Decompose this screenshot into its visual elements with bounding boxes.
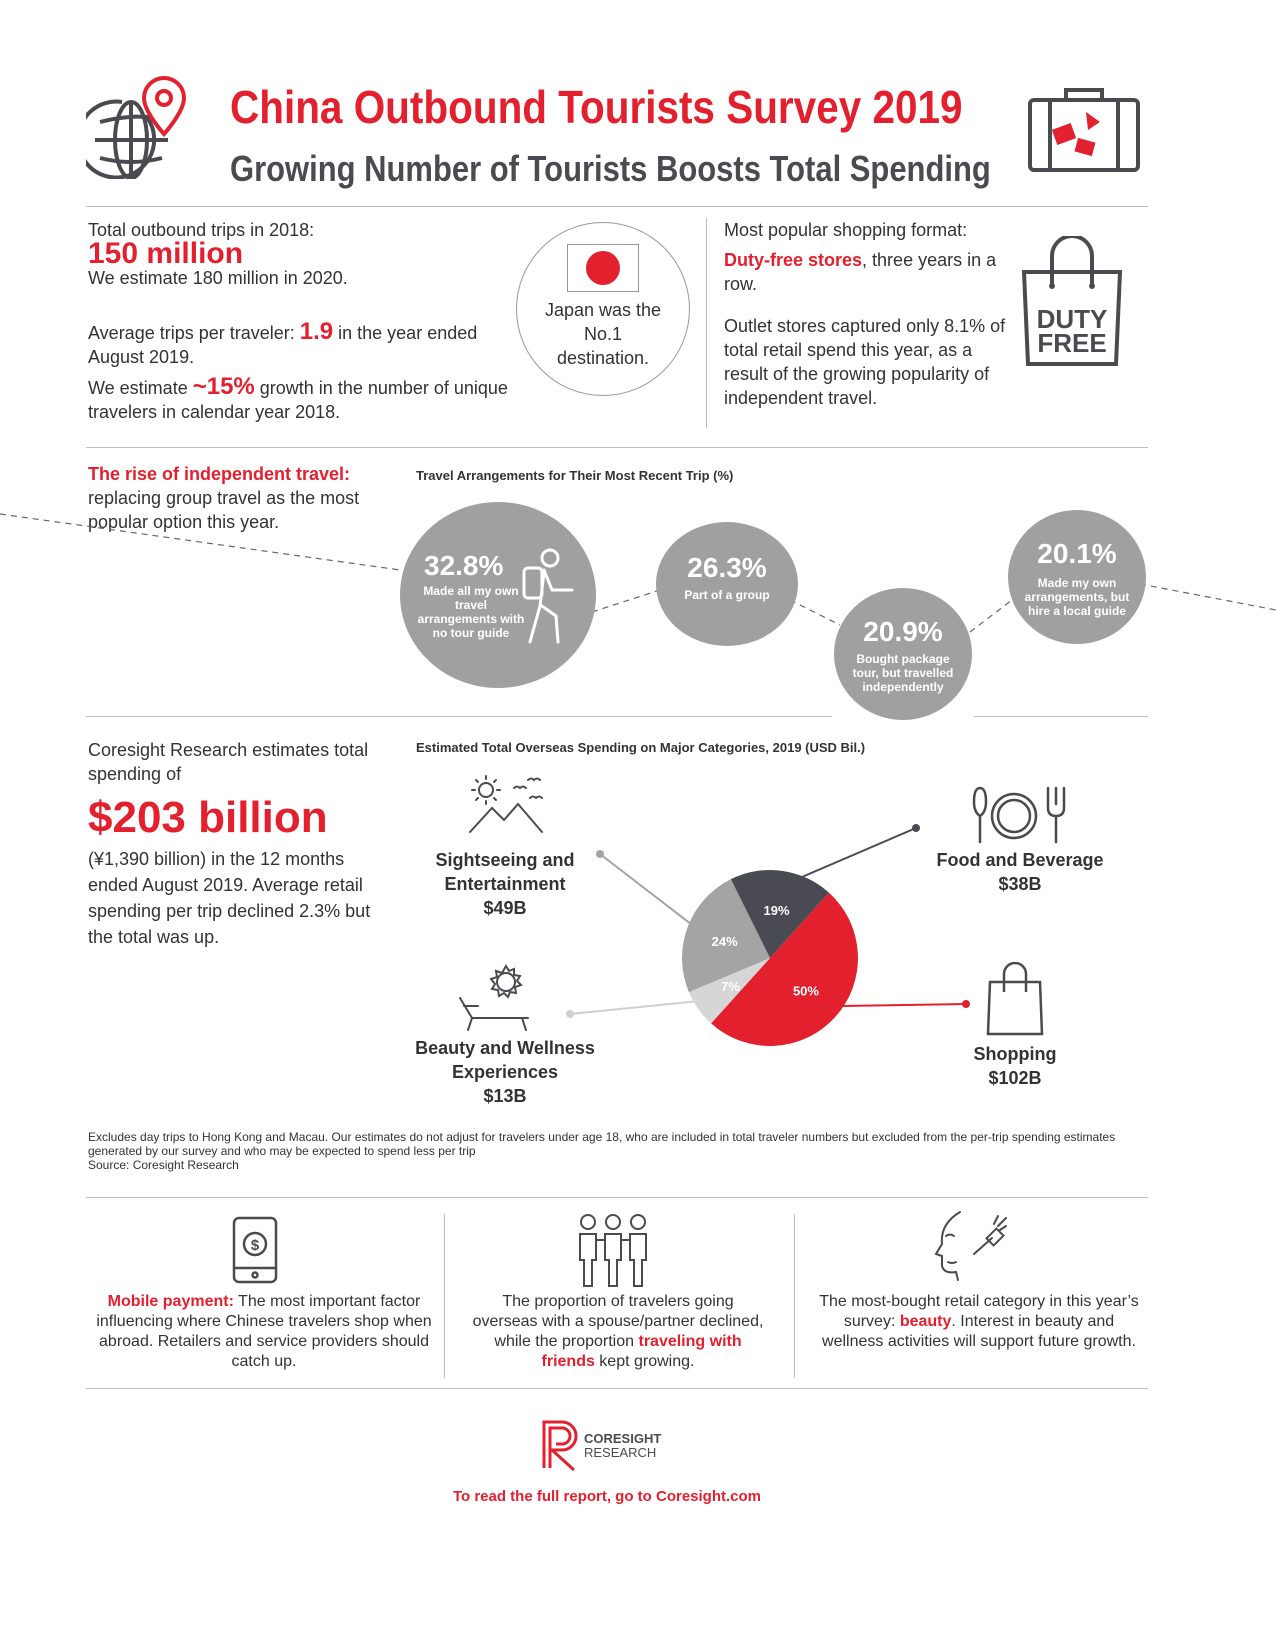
independent-block: The rise of independent travel: replacin… xyxy=(88,462,388,534)
japan-flag-icon xyxy=(567,244,639,292)
sightseeing-amount: $49B xyxy=(483,898,527,918)
pie-leader-line xyxy=(599,853,703,934)
spending-block: Coresight Research estimates total spend… xyxy=(88,738,378,950)
free-label: FREE xyxy=(1037,328,1106,358)
read-full-report-link[interactable]: To read the full report, go to Coresight… xyxy=(452,1488,762,1505)
growth-text: We estimate ~15% growth in the number of… xyxy=(88,373,508,423)
food-label: Food and Beverage $38B xyxy=(920,848,1120,896)
svg-text:$: $ xyxy=(251,1237,260,1254)
arrangement-label: Part of a group xyxy=(684,588,770,602)
arrangement-bubble-group: 26.3% Part of a group xyxy=(656,522,798,646)
coresight-logo-icon xyxy=(542,1420,578,1472)
independent-highlight: The rise of independent travel: xyxy=(88,464,351,484)
page-subtitle: Growing Number of Tourists Boosts Total … xyxy=(230,148,991,189)
trips-value: 150 million xyxy=(88,237,244,270)
spending-detail: (¥1,390 billion) in the 12 months ended … xyxy=(88,849,371,947)
spending-chart-title: Estimated Total Overseas Spending on Maj… xyxy=(416,740,866,755)
shopping-amount: $102B xyxy=(988,1068,1042,1088)
pie-pct-label: 50% xyxy=(793,983,819,998)
arrangement-pct: 20.1% xyxy=(1037,538,1117,569)
outlet-text: Outlet stores captured only 8.1% of tota… xyxy=(724,316,1006,408)
trips-label: Total outbound trips in 2018: xyxy=(88,220,315,240)
pie-slice-beauty-and-wellness-experiences xyxy=(688,958,770,1024)
plate-cutlery-icon xyxy=(972,786,1066,844)
shopping-format-text: Duty-free stores, three years in a row. xyxy=(724,250,997,294)
pie-pct-label: 24% xyxy=(712,934,738,949)
pie-pct-label: 7% xyxy=(721,979,740,994)
duty-label: DUTY xyxy=(1037,304,1108,334)
hiker-icon xyxy=(522,548,574,644)
mobile-payment-text: Mobile payment: The most important facto… xyxy=(96,1293,432,1370)
spending-intro: Coresight Research estimates total spend… xyxy=(88,740,369,784)
japan-circle xyxy=(516,222,690,396)
pie-slice-sightseeing-and-entertainment xyxy=(681,879,770,993)
food-amount: $38B xyxy=(998,874,1042,894)
arrangement-label: Bought package tour, but travelled indep… xyxy=(852,652,954,694)
arrangement-pct: 26.3% xyxy=(687,552,767,583)
shopping-label: Shopping $102B xyxy=(940,1042,1090,1090)
arrangement-bubble-own: 32.8% Made all my own travel arrangement… xyxy=(400,502,596,688)
spending-value: $203 billion xyxy=(88,793,328,842)
friends-group-icon xyxy=(579,1214,647,1287)
arrangement-pct: 32.8% xyxy=(424,550,504,581)
independent-text: replacing group travel as the most popul… xyxy=(88,488,360,532)
spending-pie-chart: 50% 7% 24% 19% xyxy=(566,824,970,1046)
duty-free-bag-icon: DUTY FREE xyxy=(1022,236,1122,366)
japan-text: Japan was the No.1 destination. xyxy=(544,300,662,368)
pie-slice-shopping xyxy=(711,892,858,1046)
pie-pct-label: 19% xyxy=(764,903,790,918)
footnote: Excludes day trips to Hong Kong and Maca… xyxy=(88,1130,1128,1172)
avg-trips-value: 1.9 xyxy=(299,318,334,345)
brand-name: CORESIGHT RESEARCH xyxy=(584,1431,662,1460)
shopping-format-block: Most popular shopping format: Duty-free … xyxy=(724,218,1014,410)
arrangement-label: Made all my own travel arrangements with… xyxy=(417,584,525,640)
mobile-payment-icon: $ xyxy=(232,1216,278,1284)
arrangement-bubble-local-guide: 20.1% Made my own arrangements, but hire… xyxy=(1008,510,1146,644)
pie-leader-line xyxy=(823,1003,967,1008)
beauty-amount: $13B xyxy=(483,1086,527,1106)
pie-leader-dot xyxy=(566,1010,574,1018)
source-note: Source: Coresight Research xyxy=(88,1158,239,1172)
pie-leader-dot xyxy=(962,1000,970,1008)
pie-slice-food-and-beverage xyxy=(730,870,829,958)
page-title: China Outbound Tourists Survey 2019 xyxy=(230,81,963,133)
shopping-bag-icon xyxy=(986,962,1044,1036)
friends-text: The proportion of travelers going overse… xyxy=(472,1293,764,1370)
pie-leader-line xyxy=(569,998,712,1015)
suitcase-icon xyxy=(1028,88,1140,172)
trips-estimate: We estimate 180 million in 2020. xyxy=(88,268,348,288)
arrangements-connector xyxy=(0,513,1276,633)
beauty-label: Beauty and Wellness Experiences $13B xyxy=(400,1036,610,1108)
globe-pin-icon xyxy=(86,75,187,179)
avg-trips-text: Average trips per traveler: 1.9 in the y… xyxy=(88,318,478,368)
growth-value: ~15% xyxy=(192,373,255,400)
arrangements-title: Travel Arrangements for Their Most Recen… xyxy=(416,468,734,483)
shopping-format-label: Most popular shopping format: xyxy=(724,220,968,240)
mountains-sun-icon xyxy=(469,775,543,833)
arrangement-pct: 20.9% xyxy=(863,616,943,647)
trips-block: Total outbound trips in 2018: 150 millio… xyxy=(88,218,508,424)
makeup-face-icon xyxy=(934,1211,1007,1281)
beauty-text: The most-bought retail category in this … xyxy=(819,1293,1139,1350)
sightseeing-label: Sightseeing and Entertainment $49B xyxy=(410,848,600,920)
pie-leader-dot xyxy=(912,824,920,832)
sunbed-icon xyxy=(459,964,529,1031)
arrangement-label: Made my own arrangements, but hire a loc… xyxy=(1024,576,1130,618)
arrangement-bubble-package: 20.9% Bought package tour, but travelled… xyxy=(834,588,972,720)
pie-leader-dot xyxy=(596,850,604,858)
